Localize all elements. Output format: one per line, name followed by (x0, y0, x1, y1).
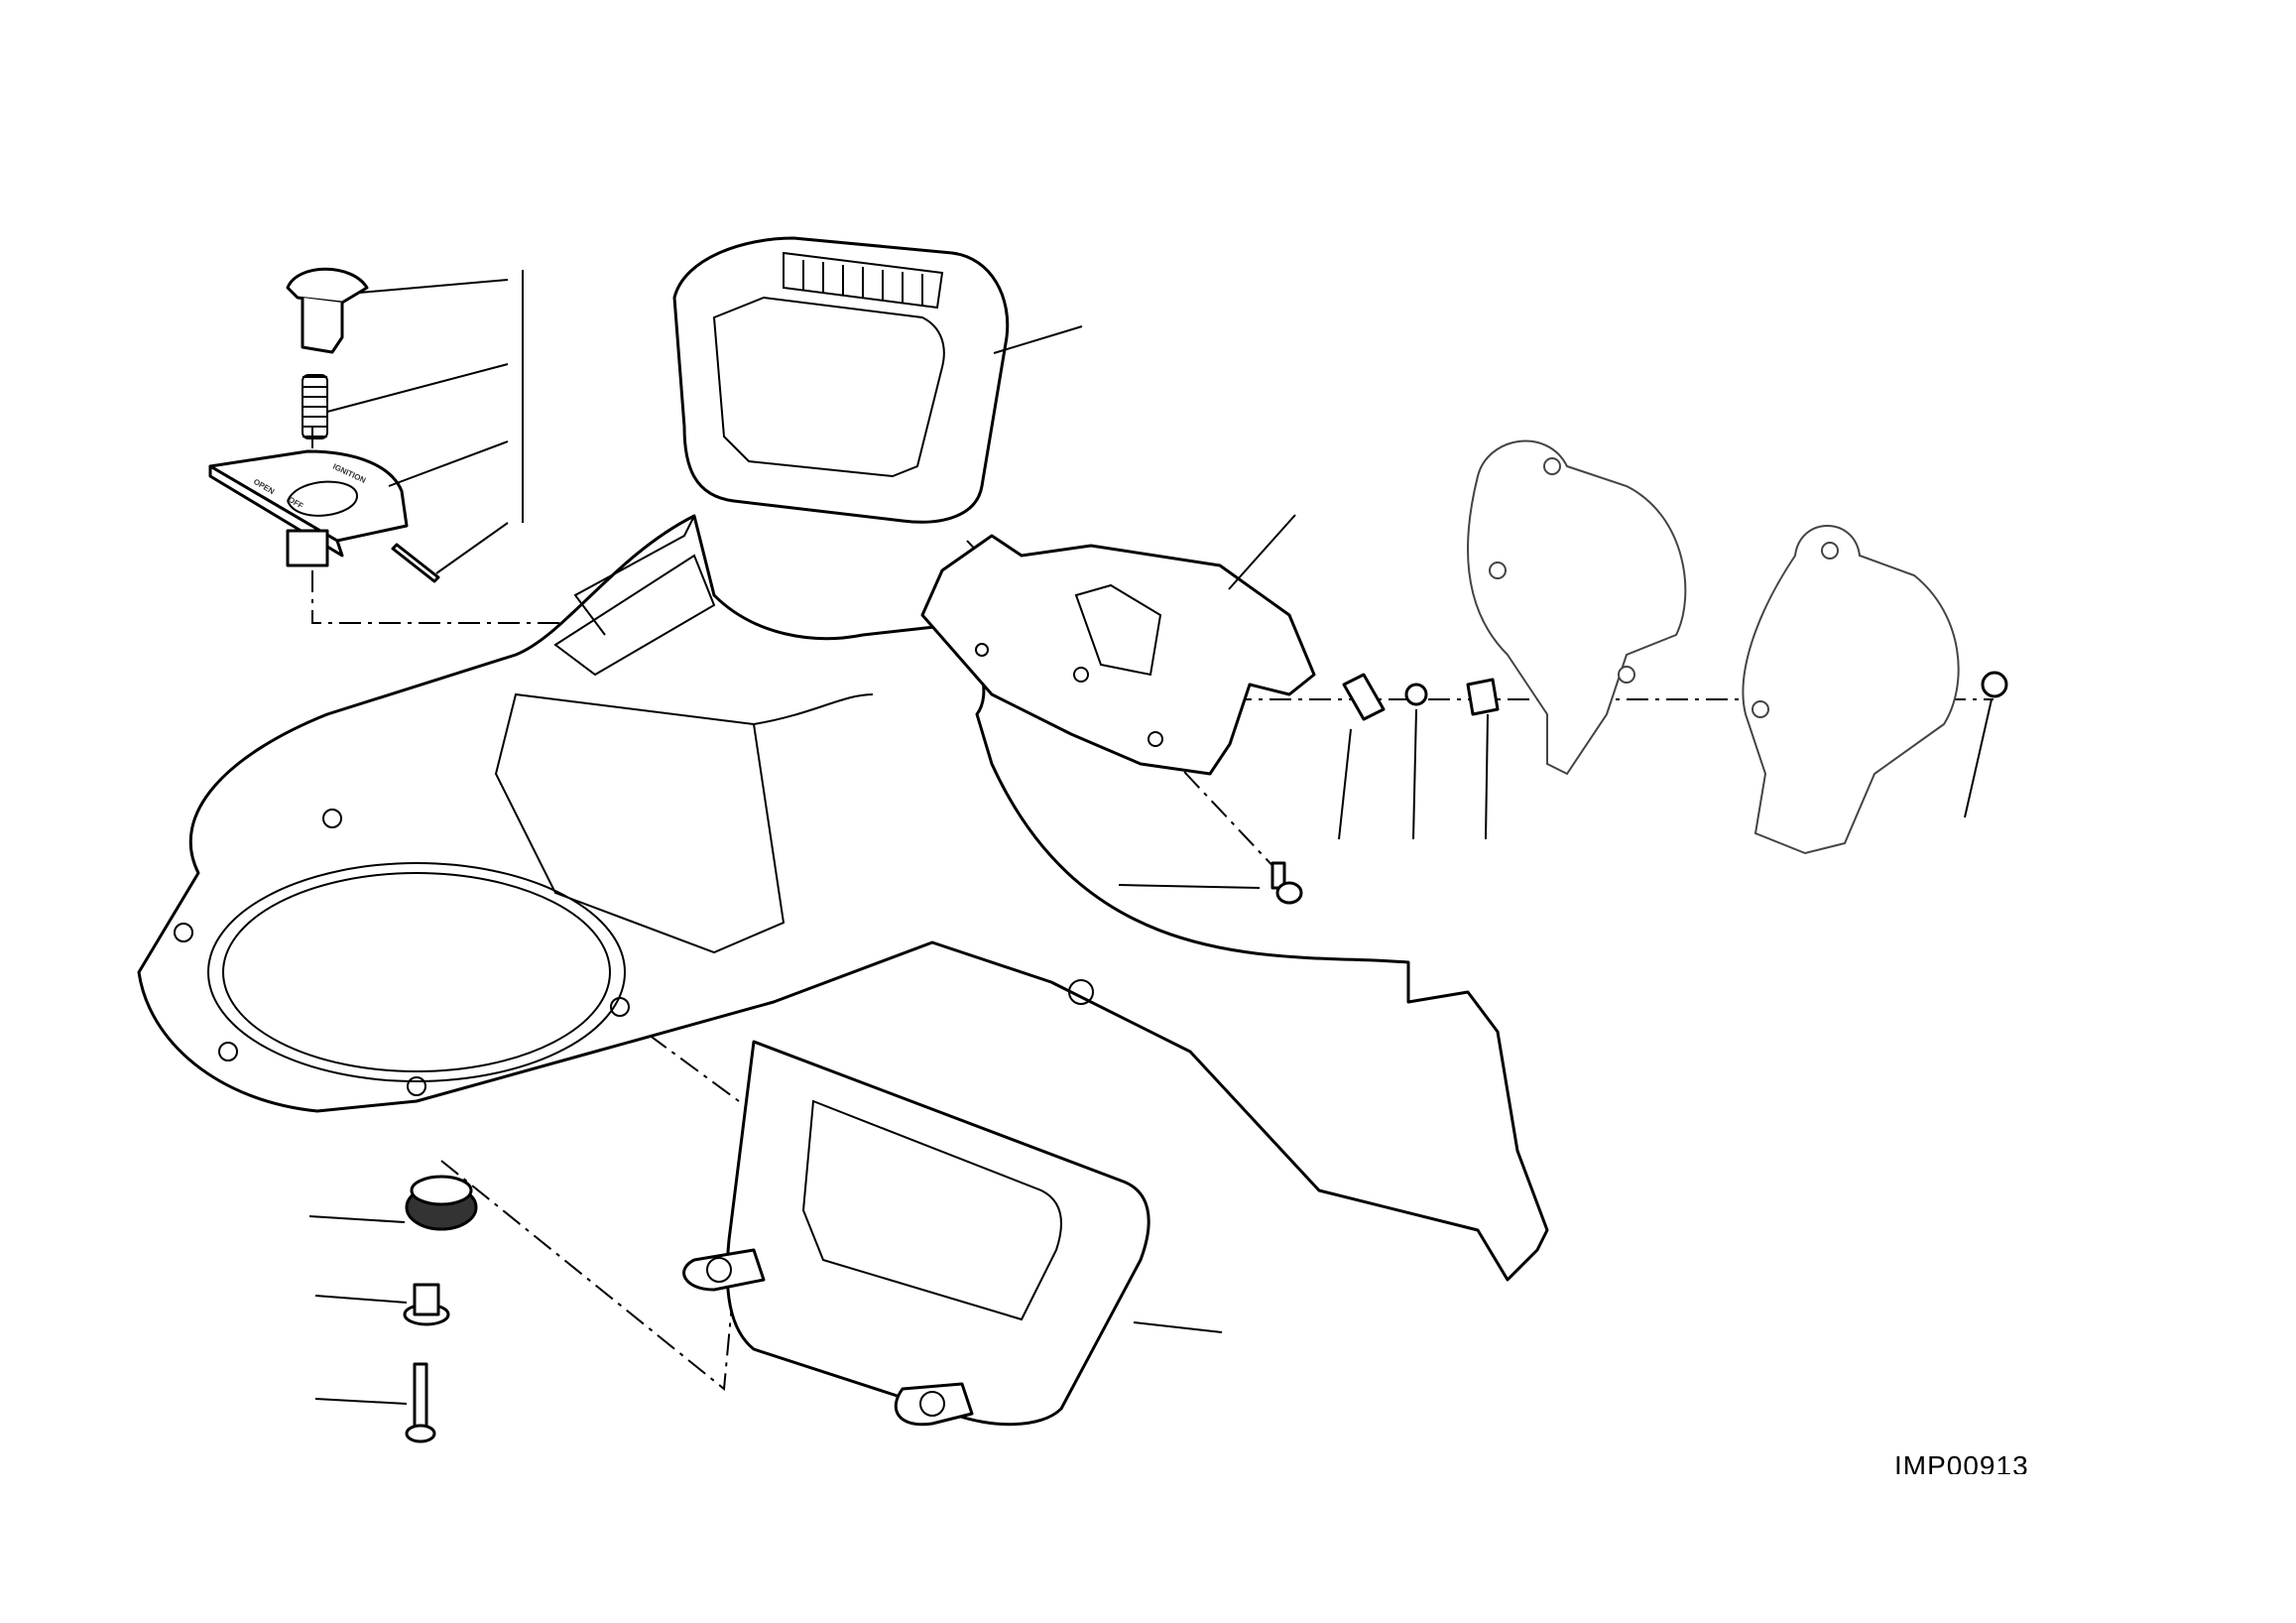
mounting-bracket-right (1742, 525, 1960, 855)
ignition-spring (302, 374, 328, 439)
ignition-cover: IGNITION OPEN OFF (208, 449, 409, 567)
bolt (405, 1362, 436, 1443)
instrument-shroud (920, 534, 1316, 776)
leader-lines (308, 270, 1993, 1405)
grommet (405, 1175, 478, 1231)
nut (1981, 671, 2008, 698)
instrument-carrier (137, 514, 1549, 1282)
stud (1466, 678, 1500, 716)
reference-code: IMP00913 (1894, 1450, 2029, 1474)
screw (1270, 861, 1303, 905)
lower-instrument (682, 1040, 1150, 1427)
mounting-bracket-left (1467, 439, 1687, 776)
ignition-knob (286, 267, 369, 354)
bushing (403, 1283, 450, 1326)
dashboard-display (672, 236, 1010, 524)
cover-pin (391, 543, 440, 583)
clip-nut (1342, 673, 1386, 721)
lock-washer (1404, 683, 1428, 706)
